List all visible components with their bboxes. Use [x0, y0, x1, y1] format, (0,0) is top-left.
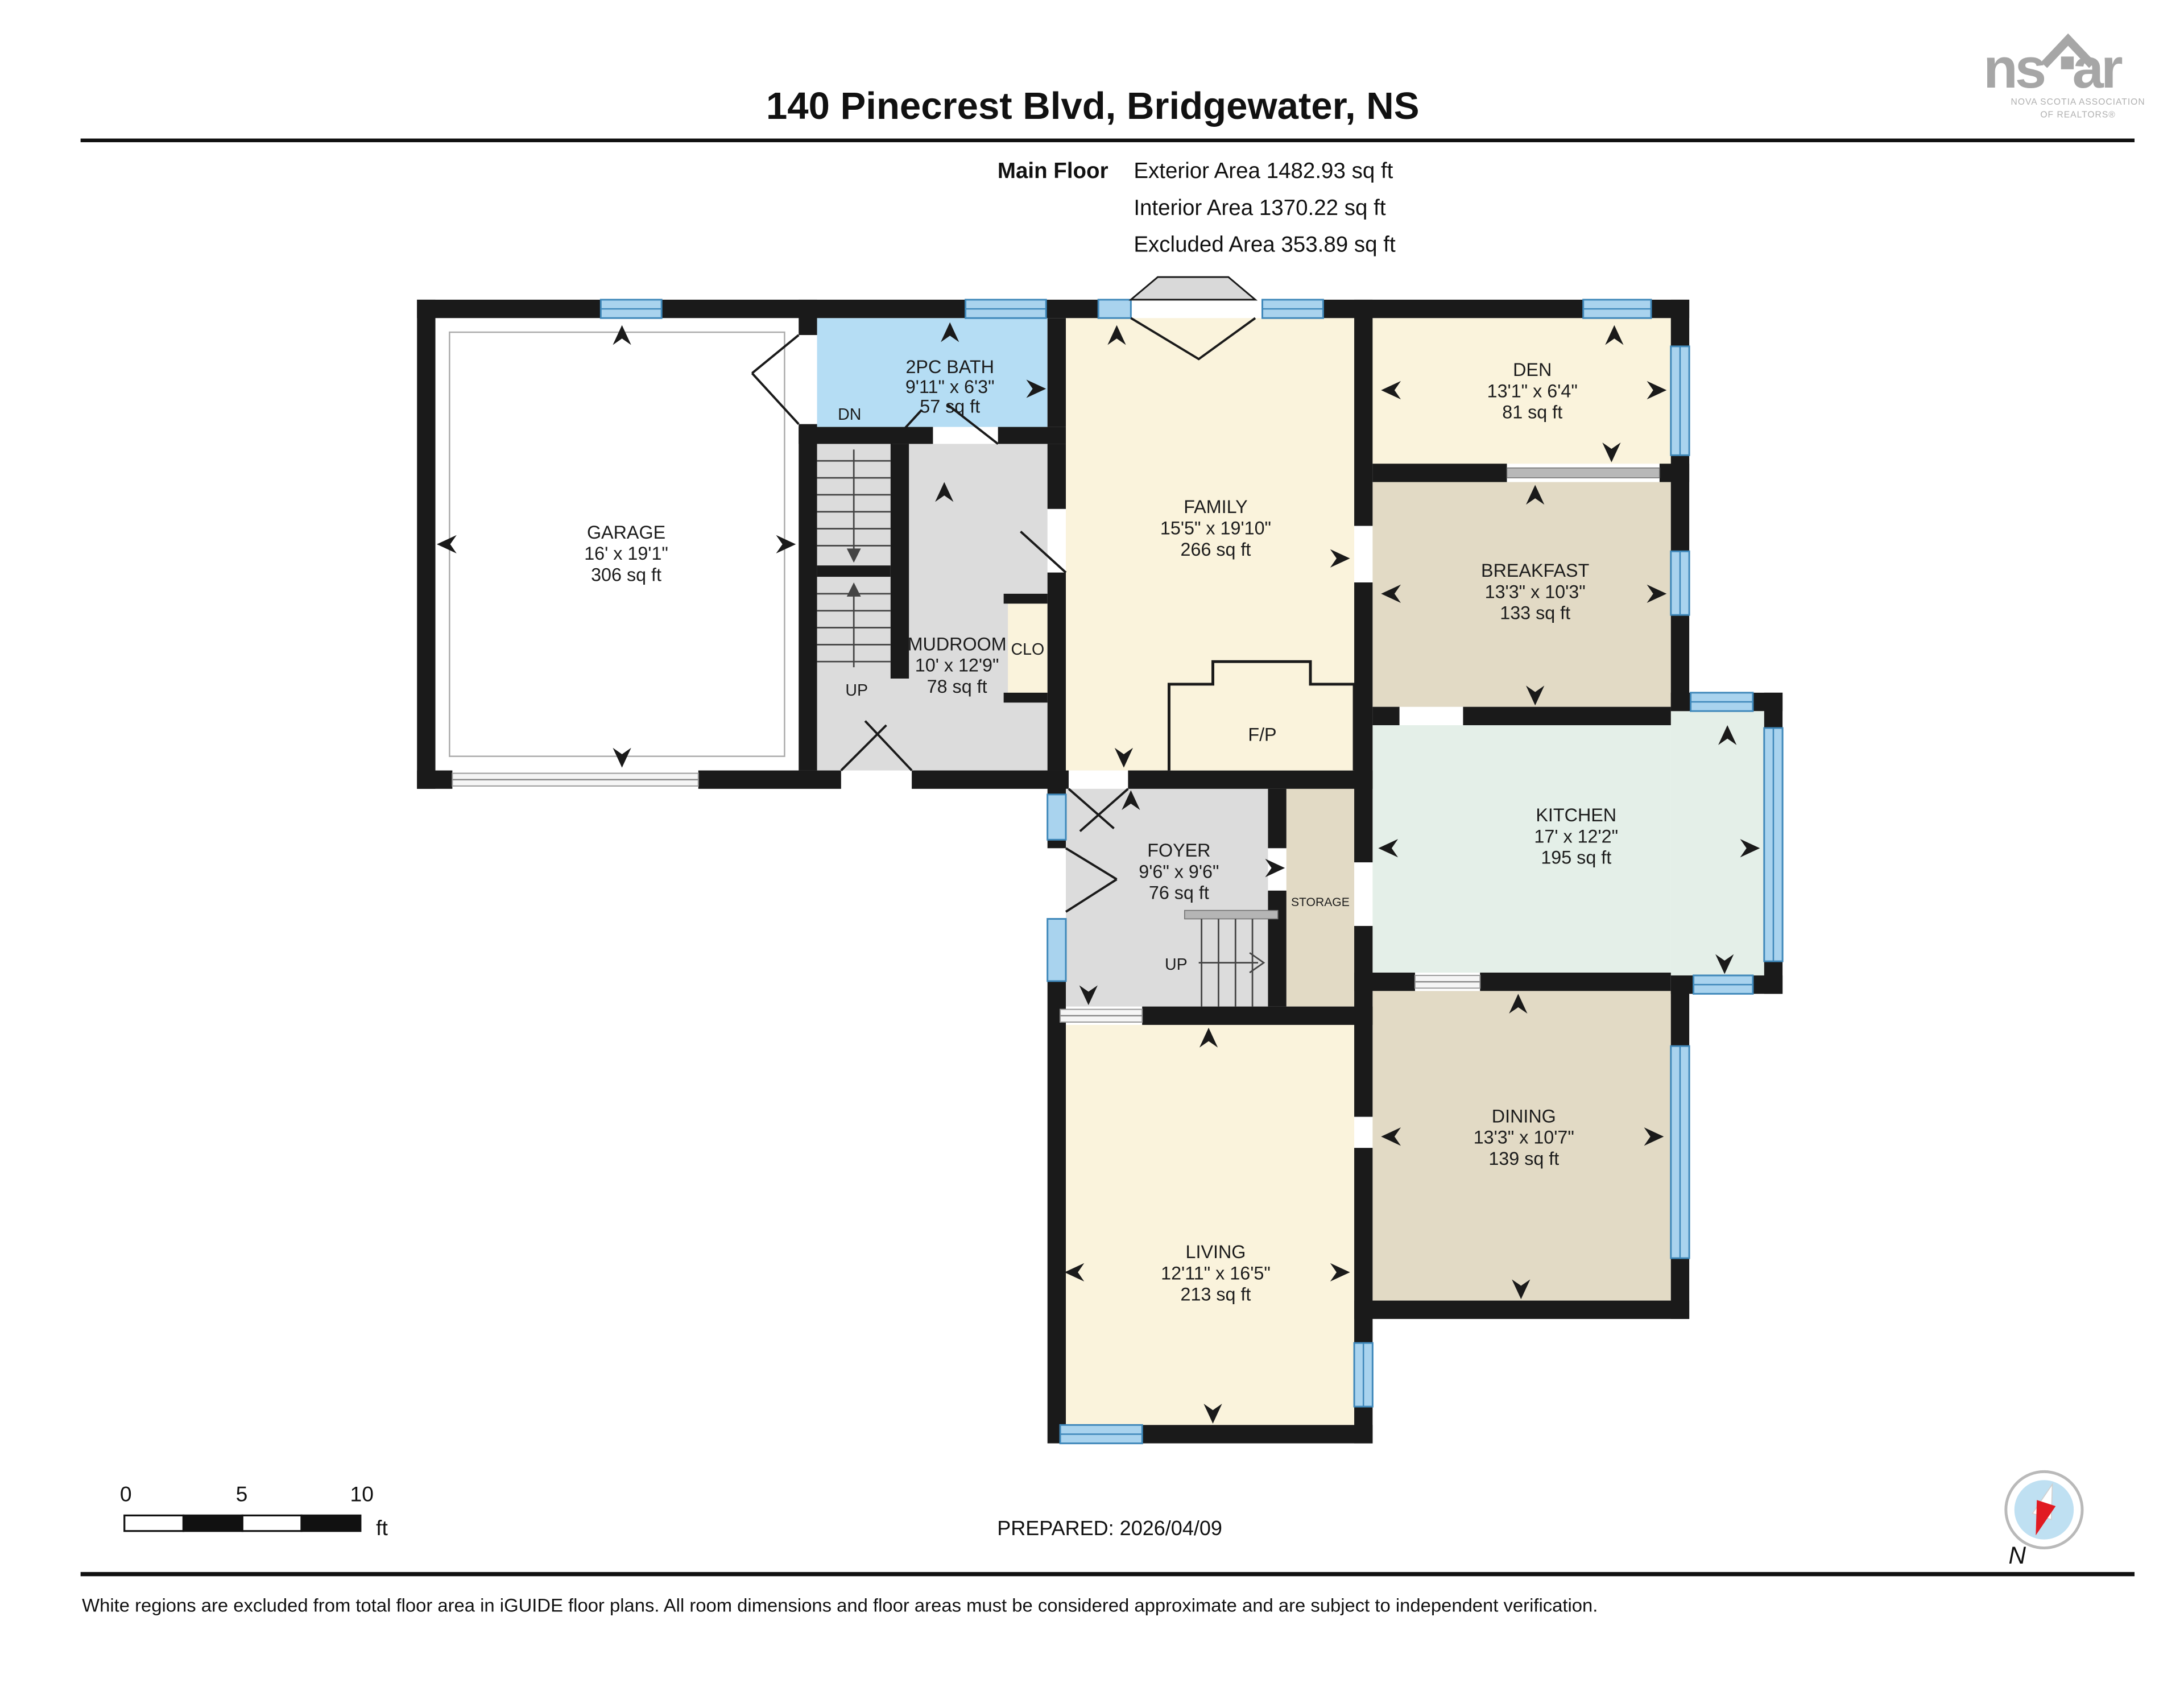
stairs-dn [817, 449, 891, 563]
stairs-up-garage-label: UP [845, 681, 868, 700]
interior-area: Interior Area 1370.22 sq ft [1134, 196, 1386, 220]
stair-rail [1184, 909, 1279, 920]
dining-name: DINING [1492, 1106, 1556, 1126]
walls [417, 299, 1783, 1444]
logo-house-icon [2041, 33, 2095, 68]
living-name: LIVING [1186, 1242, 1246, 1262]
door-bath-mudroom [946, 403, 999, 445]
scale-tick-0: 0 [120, 1482, 132, 1506]
kitchen-dims: 17' x 12'2" [1534, 826, 1618, 846]
foyer-area: 76 sq ft [1149, 883, 1209, 903]
sill-openings [452, 772, 1481, 1023]
door-family-foyer-2 [1079, 788, 1129, 832]
room-bath [817, 318, 1048, 427]
door-mudroom-exterior-1 [840, 724, 887, 771]
door-garage-landing-2 [751, 372, 800, 425]
storage-label: STORAGE [1291, 896, 1350, 909]
compass-needle-south [2036, 1500, 2056, 1536]
kitchen-area: 195 sq ft [1541, 847, 1611, 868]
room-dining [1372, 991, 1671, 1301]
logo-text-ns: ns [1983, 37, 2045, 100]
window-foyer-left-upper [1046, 793, 1067, 841]
room-foyer [1066, 788, 1268, 1007]
logo-caption-1: NOVA SCOTIA ASSOCIATION [2011, 97, 2145, 107]
garage-dims: 16' x 19'1" [584, 543, 668, 564]
header-divider [80, 138, 2135, 143]
logo-text-ar: ar [2073, 37, 2123, 100]
dining-area: 139 sq ft [1488, 1148, 1559, 1169]
family-bay-entry [1128, 276, 1258, 361]
room-breakfast [1372, 482, 1671, 707]
room-closet [1008, 603, 1048, 693]
breakfast-dims: 13'3" x 10'3" [1485, 581, 1586, 602]
den-name: DEN [1513, 359, 1552, 380]
windows [599, 299, 1784, 1445]
footer-divider [80, 1572, 2135, 1577]
prepared-date: PREPARED: 2026/04/09 [997, 1516, 1222, 1540]
scale-tick-5: 5 [236, 1482, 248, 1506]
stairs-up-foyer-label: UP [1165, 956, 1188, 974]
door-foyer-entry-2 [1065, 878, 1118, 913]
foyer-dims: 9'6" x 9'6" [1139, 861, 1219, 882]
den-area: 81 sq ft [1502, 402, 1562, 423]
door-foyer-entry-1 [1065, 847, 1118, 880]
excluded-area: Excluded Area 353.89 sq ft [1134, 232, 1396, 257]
window-family-top-left [1097, 299, 1132, 319]
room-storage [1286, 788, 1355, 1007]
bath-area: 57 sq ft [920, 396, 980, 417]
logo-house-door [2061, 56, 2074, 69]
closet-label: CLO [1011, 640, 1045, 659]
room-kitchen [1372, 725, 1671, 973]
stairs-dn-label: DN [838, 406, 861, 424]
family-name: FAMILY [1184, 497, 1247, 517]
den-breakfast-counter [1506, 467, 1660, 478]
north-label: N [2008, 1542, 2026, 1569]
room-garage [435, 318, 799, 771]
bath-name: 2PC BATH [905, 357, 994, 377]
exterior-area: Exterior Area 1482.93 sq ft [1134, 159, 1393, 183]
mudroom-name: MUDROOM [908, 634, 1007, 654]
garage-name: GARAGE [587, 522, 665, 543]
fireplace: F/P [1167, 660, 1356, 771]
mudroom-dims: 10' x 12'9" [915, 655, 999, 676]
window-foyer-left-lower [1046, 918, 1067, 982]
room-fills [435, 318, 1764, 1425]
kitchen-name: KITCHEN [1536, 805, 1616, 825]
room-labels: GARAGE 16' x 19'1" 306 sq ft 2PC BATH 9'… [584, 357, 1618, 1304]
foyer-stairs: UP [1165, 909, 1279, 1007]
door-bath-dn [890, 409, 923, 445]
door-swings [751, 334, 1129, 913]
logo-caption-2: OF REALTORS® [2040, 110, 2115, 119]
garage-stairs: DN UP [817, 406, 891, 700]
nsar-logo: ns ar NOVA SCOTIA ASSOCIATION OF REALTOR… [1983, 33, 2145, 119]
scale-tick-10: 10 [350, 1482, 374, 1506]
door-garage-landing-1 [751, 334, 800, 374]
family-area: 266 sq ft [1181, 539, 1251, 560]
page-title: 140 Pinecrest Blvd, Bridgewater, NS [766, 85, 1420, 127]
room-living [1066, 1024, 1355, 1425]
living-area: 213 sq ft [1181, 1284, 1251, 1305]
breakfast-area: 133 sq ft [1500, 603, 1570, 623]
living-dims: 12'11" x 16'5" [1161, 1263, 1271, 1283]
room-kitchen-bay [1670, 711, 1764, 975]
door-mudroom-family [1020, 531, 1067, 574]
floor-label: Main Floor [998, 159, 1108, 183]
compass: N [2004, 1470, 2084, 1569]
stairs-up-garage [817, 582, 891, 668]
scale-unit: ft [376, 1516, 388, 1540]
family-dims: 15'5" x 19'10" [1160, 518, 1271, 538]
bath-dims: 9'11" x 6'3" [905, 377, 995, 397]
door-family-foyer-1 [1068, 788, 1115, 829]
dining-dims: 13'3" x 10'7" [1474, 1127, 1574, 1148]
den-dims: 13'1" x 6'4" [1487, 381, 1578, 401]
scale-bar: 0 5 10 ft [120, 1482, 388, 1540]
footer-disclaimer: White regions are excluded from total fl… [82, 1594, 1598, 1615]
fireplace-label: F/P [1248, 724, 1276, 745]
door-mudroom-exterior-2 [864, 720, 913, 771]
foyer-name: FOYER [1147, 840, 1210, 861]
garage-area: 306 sq ft [591, 565, 661, 585]
mudroom-area: 78 sq ft [927, 676, 987, 697]
breakfast-name: BREAKFAST [1481, 560, 1589, 581]
